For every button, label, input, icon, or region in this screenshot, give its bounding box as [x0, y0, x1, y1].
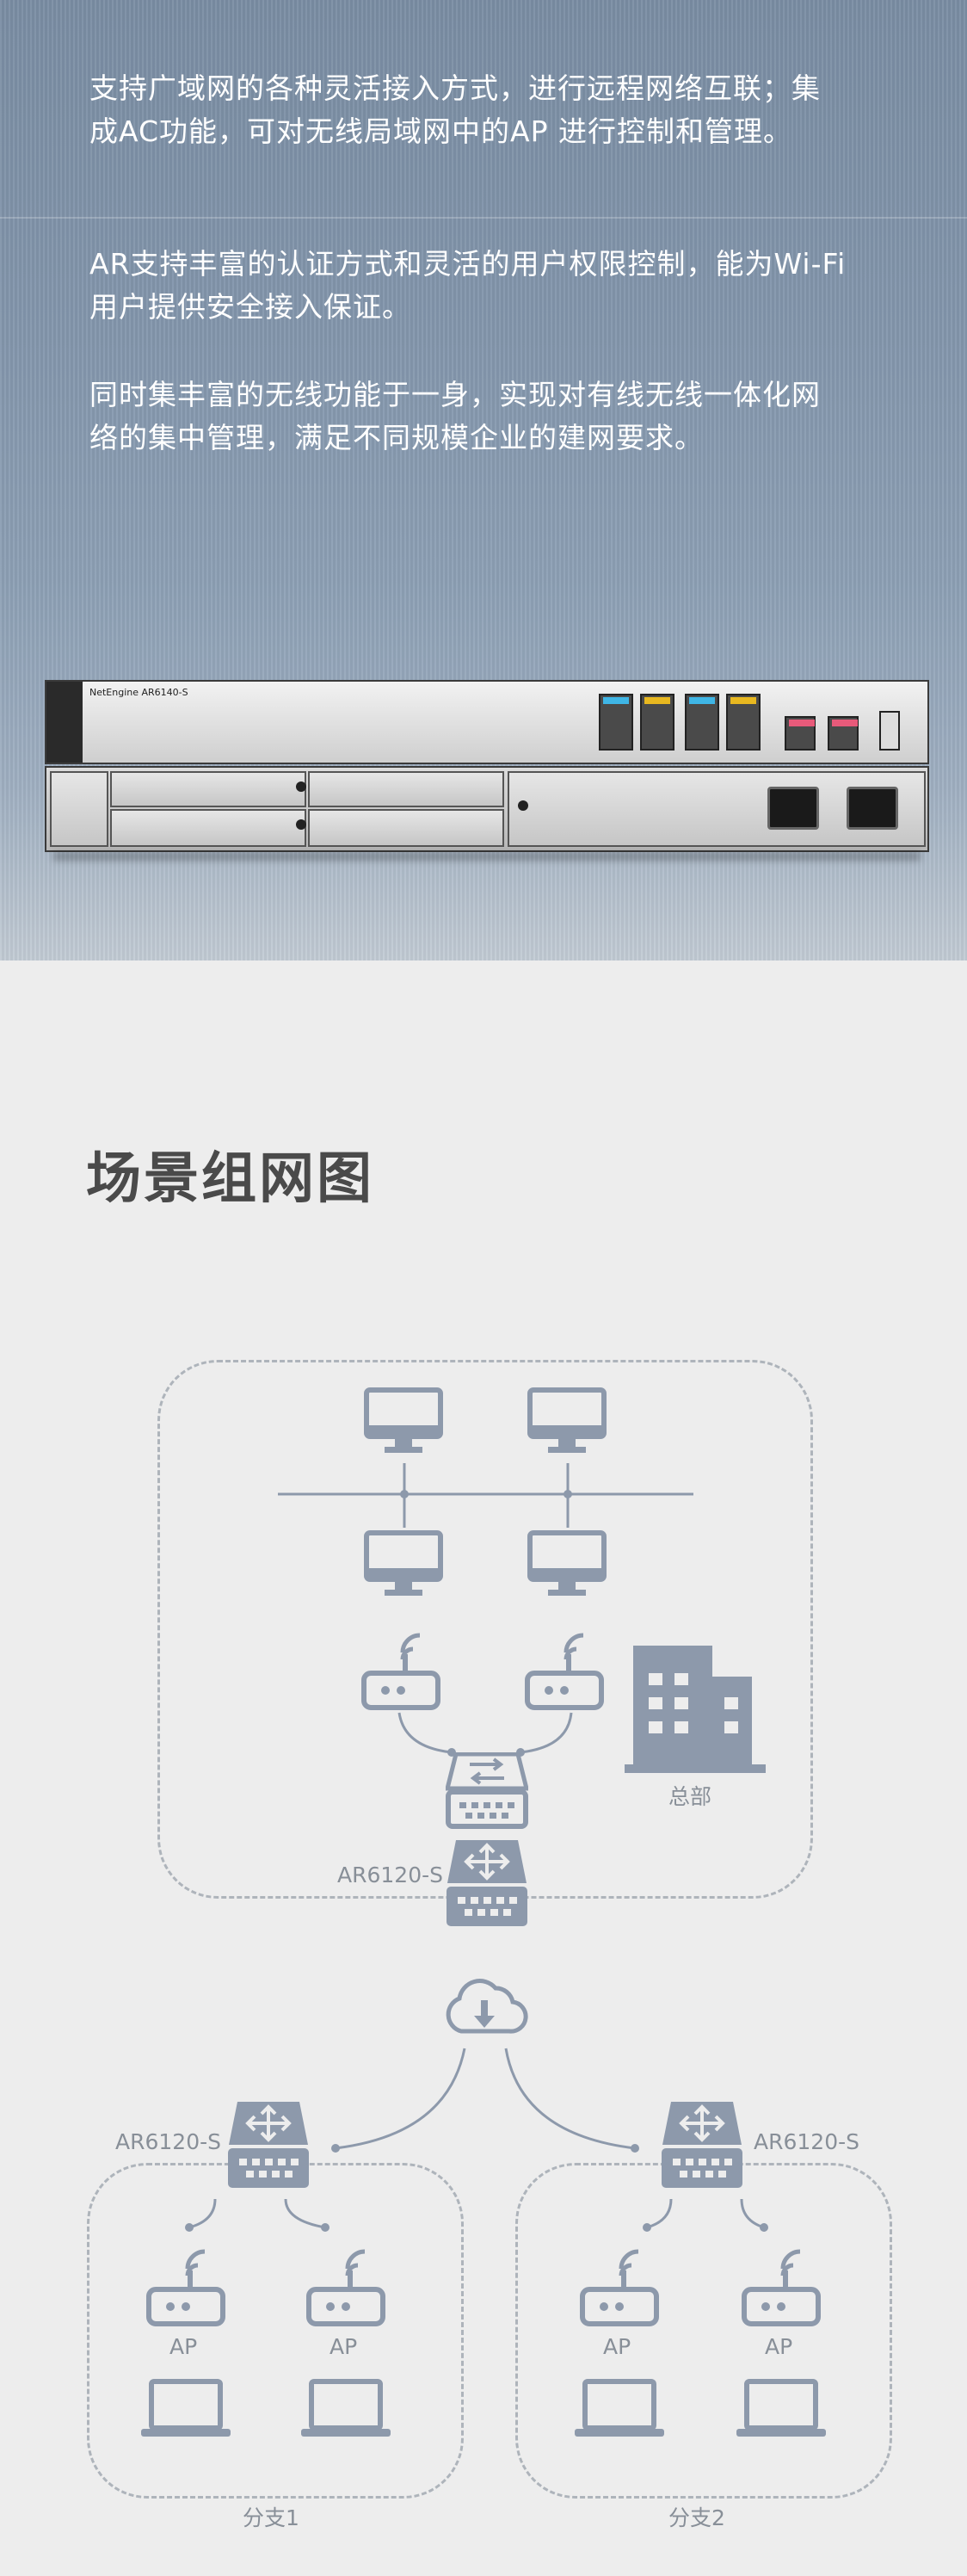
section-title: 场景组网图: [86, 1147, 374, 1211]
monitor-icon: [527, 1387, 607, 1453]
device-slot: [308, 771, 504, 807]
building-icon: [625, 1646, 766, 1773]
console-port: [828, 716, 859, 751]
wireless-ap-icon: [742, 2249, 821, 2326]
device-slot: [110, 771, 306, 807]
device-bottom-panel: [45, 766, 929, 852]
headquarters-label: 总部: [668, 1784, 712, 1809]
wireless-ap-icon: [146, 2249, 225, 2326]
feature-paragraph-3: 同时集丰富的无线功能于一身，实现对有线无线一体化网络的集中管理，满足不同规模企业…: [89, 378, 821, 454]
wireless-ap-icon: [306, 2249, 385, 2326]
cloud-download-icon: [446, 1979, 528, 2034]
monitor-icon: [364, 1387, 443, 1453]
device-status-panel: [46, 682, 83, 763]
laptop-icon: [141, 2379, 231, 2437]
monitor-icon: [364, 1530, 443, 1596]
device-slot: [110, 809, 306, 847]
product-hero: 支持广域网的各种灵活接入方式，进行远程网络互联；集成AC功能，可对无线局域网中的…: [0, 0, 967, 961]
ap-label: AP: [169, 2334, 198, 2359]
laptop-icon: [301, 2379, 391, 2437]
device-slot: [50, 771, 108, 847]
ap-label: AP: [765, 2334, 793, 2359]
power-socket: [847, 787, 898, 830]
device-model-label: NetEngine AR6140-S: [89, 687, 188, 698]
router-icon: [662, 2102, 742, 2188]
ap-label: AP: [330, 2334, 358, 2359]
sfp-port: [685, 694, 719, 751]
branch1-router-label: AR6120-S: [115, 2129, 221, 2154]
sfp-port: [599, 694, 633, 751]
branch1-label: 分支1: [243, 2505, 299, 2530]
hq-router-label: AR6120-S: [337, 1863, 443, 1887]
feature-paragraph-2: AR支持丰富的认证方式和灵活的用户权限控制，能为Wi-Fi用户提供安全接入保证。: [89, 247, 847, 324]
router-icon: [447, 1840, 527, 1926]
ap-label: AP: [603, 2334, 631, 2359]
screw: [296, 819, 306, 830]
laptop-icon: [736, 2379, 826, 2437]
wireless-ap-icon: [525, 1633, 604, 1710]
sfp-port: [640, 694, 674, 751]
wireless-ap-icon: [361, 1633, 440, 1710]
power-socket: [767, 787, 819, 830]
device-shadow: [53, 852, 921, 861]
branch2-label: 分支2: [668, 2505, 725, 2530]
screw: [518, 800, 528, 811]
router-device-image: NetEngine AR6140-S: [45, 680, 929, 861]
usb-port: [879, 711, 900, 751]
wireless-ap-icon: [580, 2249, 659, 2326]
sfp-port: [726, 694, 761, 751]
router-icon: [228, 2102, 309, 2188]
device-top-panel: NetEngine AR6140-S: [45, 680, 929, 764]
branch2-router-label: AR6120-S: [754, 2129, 859, 2154]
device-slot: [308, 809, 504, 847]
hero-divider: [0, 217, 967, 219]
monitor-icon: [527, 1530, 607, 1596]
screw: [296, 781, 306, 792]
ethernet-port: [785, 716, 816, 751]
switch-icon: [446, 1752, 528, 1829]
laptop-icon: [575, 2379, 664, 2437]
feature-paragraph-1: 支持广域网的各种灵活接入方式，进行远程网络互联；集成AC功能，可对无线局域网中的…: [89, 71, 821, 148]
